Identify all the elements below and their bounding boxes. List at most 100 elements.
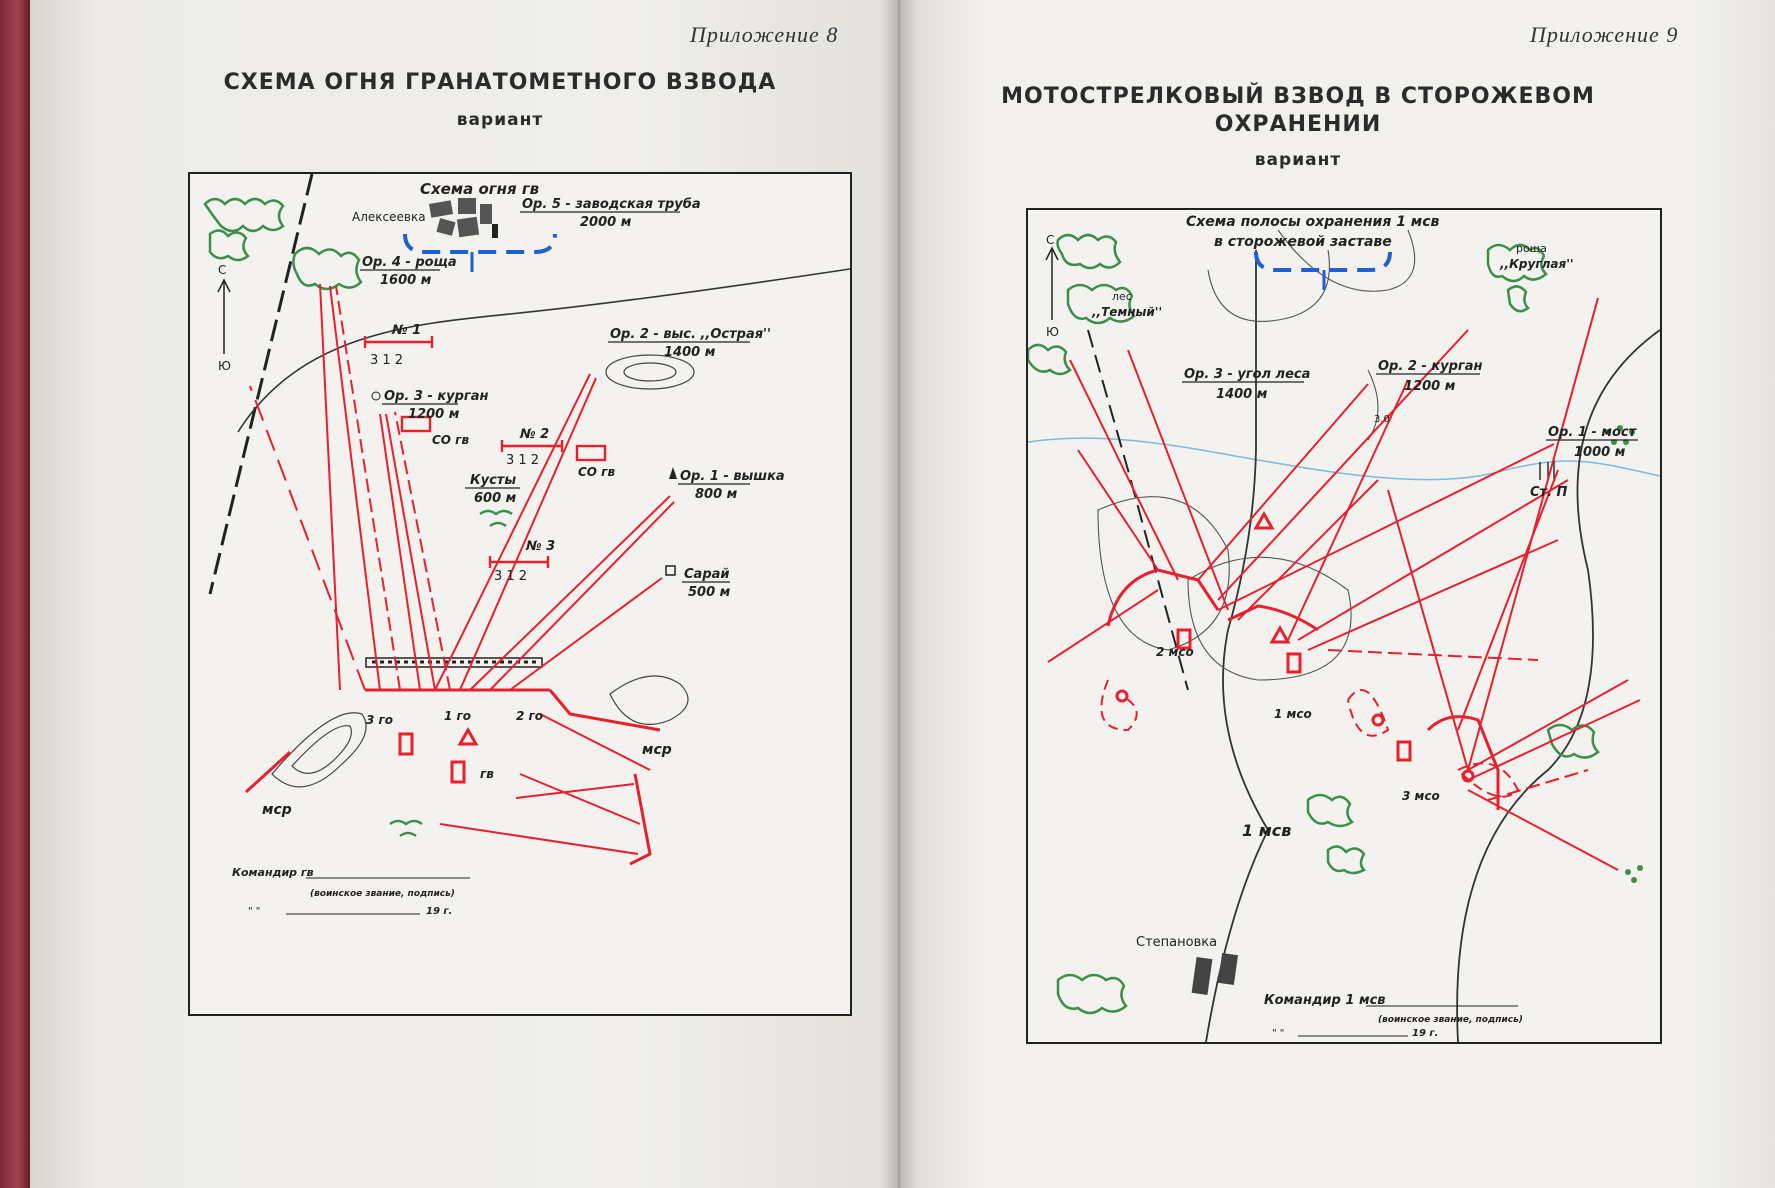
orientir-3-label: Ор. 3 - курган [384,389,488,404]
sector-3-label: № 3 [525,539,555,554]
right-orientir-1-distance: 1000 м [1574,445,1626,460]
kurgan-marker [371,391,381,401]
tree-cluster-1 [203,197,285,233]
left-appendix-label: Приложение 8 [690,22,839,47]
msr-left-label: мср [262,802,292,818]
sector-1-digits: 3 1 2 [370,353,403,368]
squad-1-label: 1 мсо [1274,707,1312,721]
river [1028,437,1660,481]
rank-sign-caption: (воинское звание, подпись) [310,889,455,899]
right-north-label: С [1046,233,1054,247]
date-quotes: " " [248,906,260,917]
left-page-subtitle: вариант [456,110,544,130]
north-label: С [218,263,226,277]
right-page-subtitle: вариант [1254,150,1342,170]
hill-right [609,675,689,725]
sector-3-digits: 3 1 2 [494,569,527,584]
grove-cluster [292,246,363,291]
bushes-cluster [479,509,513,528]
fire-sector-lines [249,283,675,855]
dirt-track [1087,329,1189,691]
stepanovka-buildings [1191,953,1239,995]
side-road [1456,329,1660,1042]
orientir-4-label: Ор. 4 - роща [362,255,457,270]
right-page-title-line2: ОХРАНЕНИИ [1214,112,1382,137]
platoon-label: гв [480,767,494,781]
right-north-arrow [1045,246,1059,320]
right-map-heading-1: Схема полосы охранения 1 мсв [1186,214,1440,230]
squad-2-label: 2 мсо [1156,645,1194,659]
orientir-2-distance: 1400 м [664,345,716,360]
year-label: 19 г. [426,906,452,917]
grove-label: роща [1516,242,1547,255]
south-label: Ю [218,359,231,373]
orientir-1-label: Ор. 1 - вышка [680,469,785,484]
railway-line [208,174,314,595]
main-road [1205,250,1270,1042]
sector-2-label: № 2 [519,427,549,442]
grenade-platoon-fire-map: Схема огня гв Алексеевка Ор. 5 - заводск… [188,172,852,1016]
barn-distance: 500 м [688,585,731,600]
right-orientir-2-label: Ор. 2 - курган [1378,359,1482,374]
orientir-3-distance: 1200 м [408,407,460,422]
right-page-title-line1: МОТОСТРЕЛКОВЫЙ ВЗВОД В СТОРОЖЕВОМ [1001,84,1595,109]
orientir-5-distance: 2000 м [580,215,632,230]
guard-platoon-map: Схема полосы охранения 1 мсв в сторожево… [1026,208,1662,1044]
road-line [237,268,850,433]
right-date-quotes: " " [1272,1028,1284,1039]
height-ostraya [605,354,695,390]
orientir-1-distance: 800 м [695,487,738,502]
right-year-label: 19 г. [1412,1028,1438,1039]
right-orientir-1-label: Ор. 1 - мост [1548,425,1638,440]
village-label: Степановка [1136,935,1217,950]
barn-label: Сарай [684,567,730,582]
tower-marker [669,467,677,479]
trench-line [365,657,543,668]
village-label: Алексеевка [352,210,426,224]
shrub-dots [1605,425,1643,883]
bushes-distance: 600 м [474,491,517,506]
platoon-fire-line [403,233,557,254]
squad-2-label: 2 го [516,709,543,723]
right-platoon-fire-line [1254,251,1392,272]
right-orientir-3-label: Ор. 3 - угол леса [1184,367,1310,382]
village-buildings [428,198,498,238]
sector-2-digits: 3 1 2 [506,453,539,468]
book-binding [0,0,30,1188]
bushes-cluster-2 [389,819,423,838]
orientir-4-distance: 1600 м [380,273,432,288]
squad-3-label: 3 го [366,713,393,727]
forest-label: лес [1112,290,1132,303]
left-map-svg: Схема огня гв Алексеевка Ор. 5 - заводск… [203,174,850,917]
grove-name: ,,Круглая'' [1499,257,1574,271]
post-label: Ст. П [1530,485,1568,500]
right-map-svg: Схема полосы охранения 1 мсв в сторожево… [1028,214,1660,1042]
right-orientir-3-distance: 1400 м [1216,387,1268,402]
forest-name: ,,Темный'' [1091,305,1162,319]
right-south-label: Ю [1046,325,1059,339]
squad-3-label: 3 мсо [1402,789,1440,803]
right-appendix-label: Приложение 9 [1530,22,1679,47]
commander-label: Командир гв [232,866,314,879]
right-rank-sign-caption: (воинское звание, подпись) [1378,1015,1523,1025]
right-page: Приложение 9 МОТОСТРЕЛКОВЫЙ ВЗВОД В СТОР… [898,0,1775,1188]
hill-left [271,712,367,788]
platoon-label: 1 мсв [1242,821,1291,840]
right-vegetation [1028,233,1600,1015]
orientir-5-label: Ор. 5 - заводская труба [522,197,701,212]
right-orientir-2-distance: 1200 м [1404,379,1456,394]
left-page-title: СХЕМА ОГНЯ ГРАНАТОМЕТНОГО ВЗВОДА [223,70,777,95]
tree-cluster-2 [208,229,250,262]
sector-bars [363,336,607,568]
patrol-routes [1100,679,1520,798]
msr-right-label: мср [642,742,672,758]
orientir-2-label: Ор. 2 - выс. ,,Острая'' [610,327,771,342]
platoon-positions [244,688,661,866]
right-map-heading-2: в сторожевой заставе [1214,234,1392,250]
vegetation-group [203,197,513,838]
bushes-label: Кусты [470,473,516,488]
barn-marker [665,565,676,576]
left-page: Приложение 8 СХЕМА ОГНЯ ГРАНАТОМЕТНОГО В… [30,0,898,1188]
so-label-2: СО гв [578,465,615,479]
